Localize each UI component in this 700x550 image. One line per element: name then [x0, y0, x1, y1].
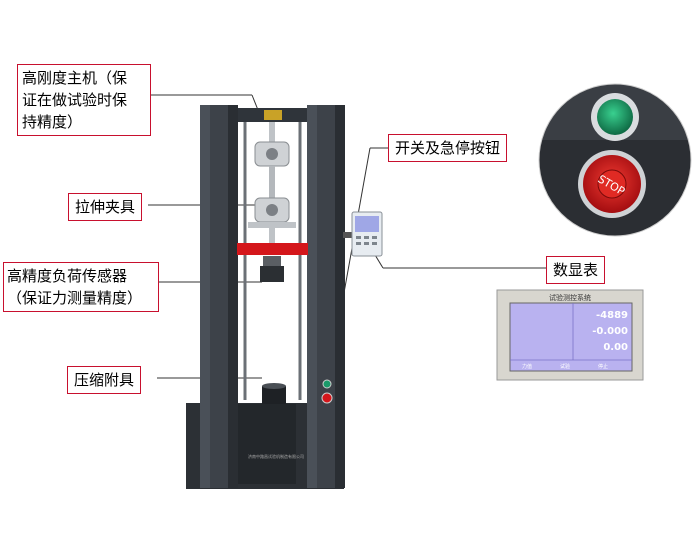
callout-display: 数显表	[546, 256, 606, 284]
compression-fixture	[262, 386, 286, 404]
callout-switch-label: 开关及急停按钮	[395, 139, 501, 157]
callout-switch: 开关及急停按钮	[388, 134, 508, 162]
callout-grips: 拉伸夹具	[68, 193, 143, 221]
lcd-footer-1: 力值	[522, 363, 532, 370]
callout-main-frame-line-1: 高刚度主机（保	[22, 69, 128, 87]
button-closeup: STOP	[539, 84, 691, 236]
callout-main-frame-line-2: 证在做试验时保	[22, 91, 128, 109]
callout-display-label: 数显表	[553, 261, 599, 279]
lcd-footer-2: 试验	[560, 363, 570, 370]
lcd-reading-1: -4889	[596, 310, 628, 321]
callout-grips-label: 拉伸夹具	[75, 198, 136, 216]
callout-load-cell-line-2: （保证力测量精度）	[7, 289, 143, 307]
base-plate-text: 济南中路昌试验机制造有限公司	[248, 453, 304, 459]
lcd-reading-3: 0.00	[603, 342, 628, 353]
lcd-footer-3: 停止	[598, 363, 608, 370]
lcd-reading-2: -0.000	[592, 326, 628, 337]
callout-load-cell: 高精度负荷传感器 （保证力测量精度）	[3, 262, 159, 312]
power-switch-icon	[597, 99, 633, 135]
load-cell	[260, 266, 284, 282]
red-crosshead	[237, 243, 308, 255]
callout-load-cell-line-1: 高精度负荷传感器	[7, 267, 128, 285]
lcd-title: 试验测控系统	[549, 293, 591, 302]
callout-compression-label: 压缩附具	[74, 371, 135, 389]
callout-main-frame-line-3: 持精度）	[22, 113, 83, 131]
callout-compression: 压缩附具	[67, 366, 142, 394]
callout-main-frame: 高刚度主机（保 证在做试验时保 持精度）	[17, 64, 151, 136]
